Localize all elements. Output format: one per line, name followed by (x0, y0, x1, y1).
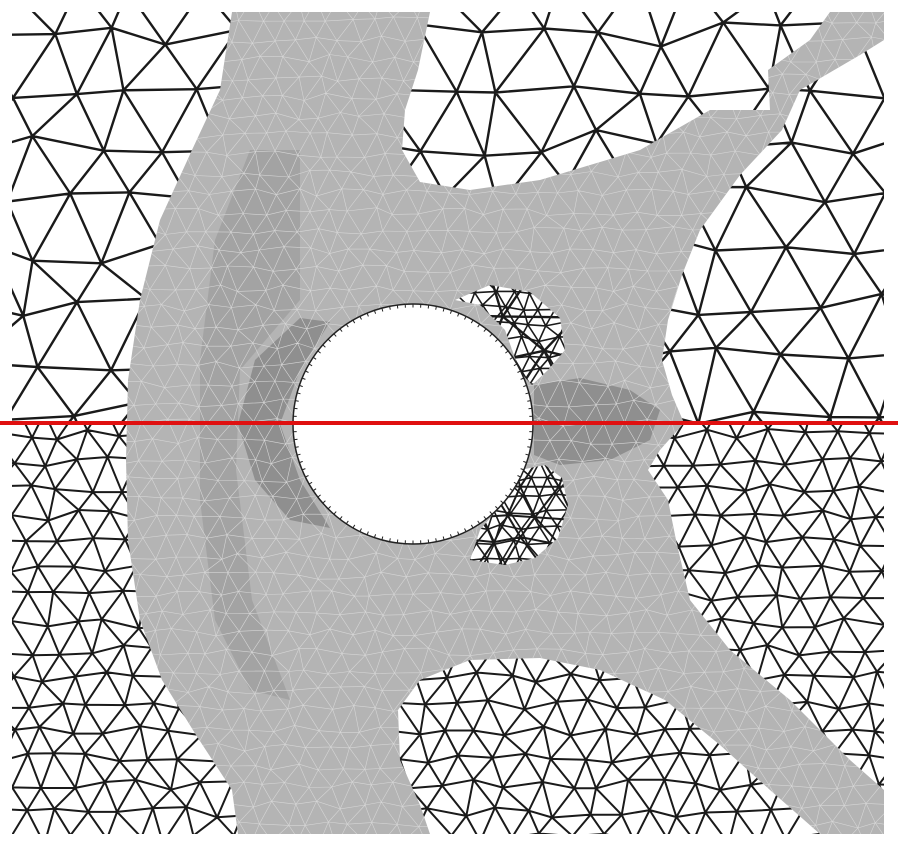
mesh-figure (0, 12, 898, 834)
